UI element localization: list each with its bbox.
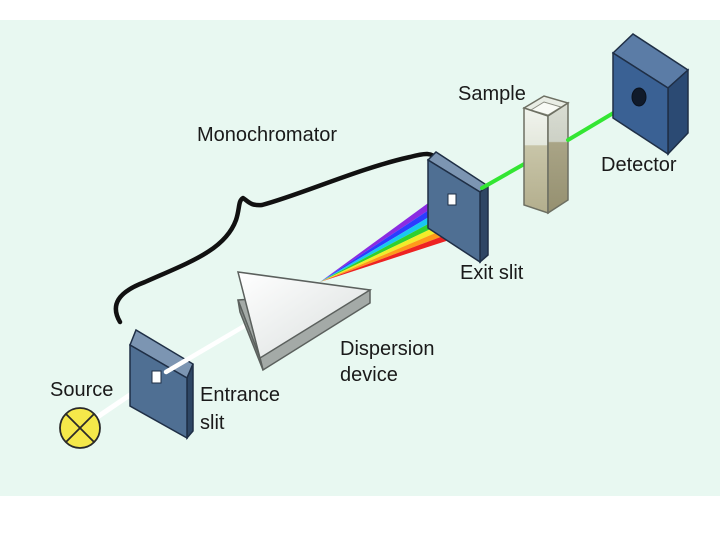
exit-slit-label: Exit slit xyxy=(460,262,524,284)
spectrum-fan xyxy=(320,190,474,282)
monochromatic-beam-in xyxy=(480,161,528,190)
spectrum-band-cyan xyxy=(320,202,458,282)
monochromator-brace xyxy=(113,151,441,325)
spectrum-band-green xyxy=(320,208,462,282)
dispersion-prism xyxy=(236,271,373,372)
spectrum-band-yellow xyxy=(320,214,466,282)
spectrum-band-blue xyxy=(320,196,454,282)
sample-cuvette xyxy=(522,95,570,215)
collimated-beam xyxy=(163,315,261,375)
spectrum-band-orange xyxy=(320,220,470,282)
detector-aperture xyxy=(631,87,647,107)
exit-slit-opening xyxy=(447,193,457,206)
source-label: Source xyxy=(50,379,113,401)
detector-label: Detector xyxy=(601,154,677,176)
sample-label: Sample xyxy=(458,83,526,105)
monochromator-label: Monochromator xyxy=(197,124,337,146)
dispersion-label-line2: device xyxy=(340,364,398,386)
spectrum-band-red xyxy=(320,226,474,282)
entrance-label-line1: Entrance xyxy=(200,384,280,406)
entrance-slit-opening xyxy=(151,370,162,384)
entrance-label-line2: slit xyxy=(200,412,225,434)
dispersion-label-line1: Dispersion xyxy=(340,338,434,360)
light-source xyxy=(59,407,101,449)
detector-box xyxy=(611,33,690,156)
exit-slit-plate xyxy=(426,151,490,264)
spectrum-band-violet xyxy=(320,190,450,282)
